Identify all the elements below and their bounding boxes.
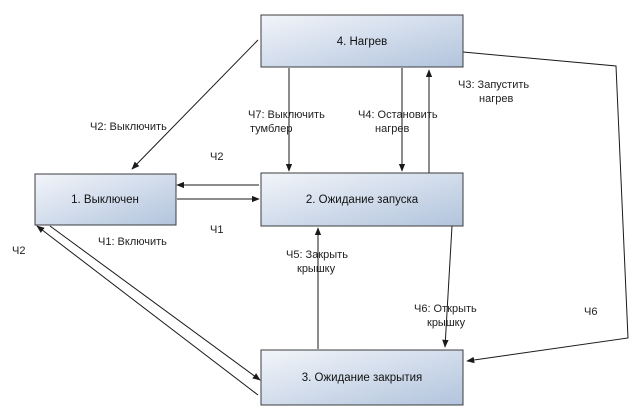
state-label-s4: 4. Нагрев <box>337 36 388 48</box>
arrow-s1-to-s3 <box>49 225 261 381</box>
transition-labels: Ч2: Выключить Ч2 Ч1 Ч1: Включить Ч2 Ч7: … <box>12 79 597 329</box>
arrow-s4-to-s1 <box>131 39 259 170</box>
state-box-s1: 1. Выключен <box>34 173 177 226</box>
label-s3-to-s2-line2: крышку <box>297 263 336 275</box>
label-s4-to-s2-stop-line2: нагрев <box>375 123 409 135</box>
state-box-s4: 4. Нагрев <box>260 14 464 68</box>
label-s2-to-s3-line2: крышку <box>427 317 466 329</box>
label-s2-to-s4-line1: Ч3: Запустить <box>458 79 529 91</box>
label-s3-to-s2-line1: Ч5: Закрыть <box>286 249 348 261</box>
label-s4-to-s2-switch-line2: тумблер <box>250 123 292 135</box>
label-s4-to-s3: Ч6 <box>584 306 597 318</box>
arrow-s2-to-s3 <box>442 225 453 348</box>
state-box-s2: 2. Ожидание запуска <box>260 172 464 227</box>
label-s2-to-s1: Ч2 <box>210 151 223 163</box>
state-box-s3: 3. Ожидание закрытия <box>260 349 464 406</box>
arrow-s3-to-s1 <box>36 225 259 396</box>
label-s4-to-s2-stop-line1: Ч4: Остановить <box>358 109 438 121</box>
label-s2-to-s3-line1: Ч6: Открыть <box>414 303 477 315</box>
label-s1-to-s2: Ч1 <box>210 224 223 236</box>
label-s1-to-s3: Ч1: Включить <box>98 236 167 248</box>
state-label-s3: 3. Ожидание закрытия <box>302 372 423 384</box>
label-s4-to-s2-switch-line1: Ч7: Выключить <box>248 109 325 121</box>
arrow-s4-to-s3 <box>462 51 629 364</box>
label-s3-to-s1: Ч2 <box>12 245 25 257</box>
connectors <box>36 39 629 396</box>
state-label-s1: 1. Выключен <box>71 194 139 206</box>
label-s2-to-s4-line2: нагрев <box>479 93 513 105</box>
label-s4-to-s1: Ч2: Выключить <box>90 121 167 133</box>
state-label-s2: 2. Ожидание запуска <box>306 194 419 206</box>
